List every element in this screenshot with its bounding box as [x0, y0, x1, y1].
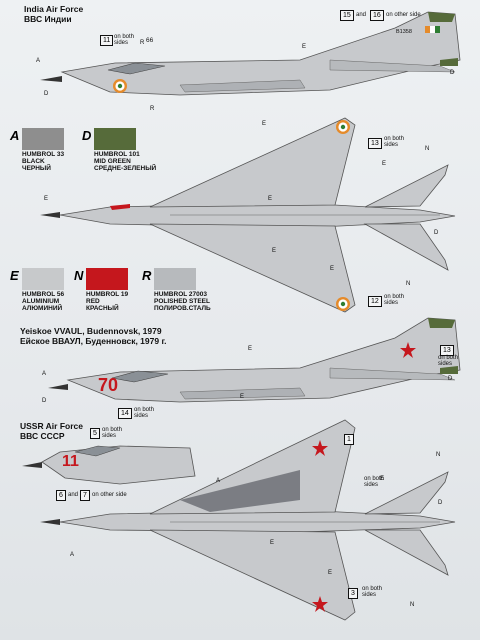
- svg-text:D: D: [450, 70, 455, 76]
- callout-14: 14: [118, 408, 132, 419]
- callout-11-note: on both sides: [114, 34, 135, 47]
- paint-letter-d: D: [82, 128, 92, 143]
- paint-code-n: HUMBROL 19: [86, 291, 129, 298]
- svg-text:N: N: [406, 281, 410, 287]
- ussr-heading-ru: ВВС СССР: [20, 431, 65, 441]
- paint-name-e: ALUMINIUM: [22, 298, 60, 305]
- svg-text:D: D: [438, 500, 443, 506]
- ussr-heading: USSR Air Force: [20, 421, 83, 431]
- paint-code-a: HUMBROL 33: [22, 151, 65, 158]
- callout-13-yeisk-note: on both sides: [438, 355, 459, 368]
- paint-letter-n: N: [74, 268, 84, 283]
- callout-12: 12: [368, 296, 382, 307]
- serial-india: B1358: [396, 29, 412, 35]
- callout-13-upper: 13: [368, 138, 382, 149]
- svg-text:E: E: [382, 161, 386, 167]
- svg-text:A: A: [216, 478, 220, 484]
- svg-text:A: A: [36, 58, 40, 64]
- paint-swatch-e: [22, 268, 64, 290]
- svg-text:D: D: [44, 91, 49, 97]
- paint-name-n: RED: [86, 298, 100, 305]
- svg-text:E: E: [268, 196, 272, 202]
- paint-name-ru-d: СРЕДНЕ-ЗЕЛЕНЫЙ: [94, 165, 157, 172]
- svg-text:E: E: [270, 540, 274, 546]
- paint-swatch-r: [154, 268, 196, 290]
- yeisk-heading: Yeiskoe VVAUL, Budennovsk, 1979: [20, 326, 162, 336]
- svg-text:A: A: [42, 371, 46, 377]
- callout-6: 6: [56, 490, 66, 501]
- svg-text:A: A: [70, 552, 74, 558]
- callout-5: 5: [90, 428, 100, 439]
- callout-1-note: on both sides: [364, 476, 385, 489]
- top-view-upper: [40, 117, 456, 313]
- paint-name-ru-a: ЧЕРНЫЙ: [22, 165, 51, 172]
- callout-3-note: on both sides: [362, 586, 383, 599]
- callout-1: 1: [344, 434, 354, 445]
- svg-text:D: D: [434, 230, 439, 236]
- ussr-side-profile: [22, 445, 196, 485]
- callout-16: 16: [370, 10, 384, 21]
- svg-text:E: E: [248, 346, 252, 352]
- paint-name-ru-n: КРАСНЫЙ: [86, 305, 119, 312]
- svg-text:E: E: [240, 394, 244, 400]
- svg-text:R: R: [140, 40, 145, 46]
- callout-3: 3: [348, 588, 358, 599]
- paint-name-r: POLISHED STEEL: [154, 298, 210, 305]
- callout-7-note: on other side: [92, 492, 127, 498]
- callout-13-yeisk: 13: [440, 345, 454, 356]
- callout-and-2: and: [68, 492, 79, 498]
- yeisk-side-profile: [48, 317, 461, 403]
- svg-text:N: N: [410, 602, 414, 608]
- callout-7: 7: [80, 490, 90, 501]
- india-heading-ru: ВВС Индии: [24, 14, 72, 24]
- fin-tip-green: [428, 12, 455, 22]
- paint-pointers: A R E D D R E E N E E D E E N E A D D E N A E D A E E N: [36, 40, 455, 608]
- paint-code-d: HUMBROL 101: [94, 151, 140, 158]
- callout-16-note: on other side: [386, 12, 421, 18]
- india-side-profile: [40, 11, 461, 96]
- paint-name-ru-r: ПОЛИРОВ.СТАЛЬ: [154, 305, 211, 312]
- callout-and-1: and: [356, 12, 367, 18]
- paint-name-a: BLACK: [22, 158, 45, 165]
- aircraft-number-70: 70: [98, 375, 119, 395]
- callout-14-note: on both sides: [134, 407, 155, 420]
- paint-letter-a: A: [10, 128, 20, 143]
- paint-name-ru-e: АЛЮМИНИЙ: [22, 305, 63, 312]
- callout-11: 11: [100, 35, 114, 46]
- top-view-lower: [40, 419, 456, 621]
- svg-text:E: E: [44, 196, 48, 202]
- callout-15: 15: [340, 10, 354, 21]
- paint-swatch-a: [22, 128, 64, 150]
- india-heading: India Air Force: [24, 4, 84, 14]
- paint-code-r: HUMBROL 27003: [154, 291, 207, 298]
- svg-text:N: N: [436, 452, 440, 458]
- paint-letter-r: R: [142, 268, 152, 283]
- svg-text:E: E: [262, 121, 266, 127]
- paint-code-e: HUMBROL 56: [22, 291, 65, 298]
- svg-text:D: D: [448, 376, 453, 382]
- paint-swatch-d: [94, 128, 136, 150]
- callout-5-note: on both sides: [102, 427, 123, 440]
- svg-text:E: E: [272, 248, 276, 254]
- paint-name-d: MID GREEN: [94, 158, 131, 165]
- yeisk-heading-ru: Ейское ВВАУЛ, Буденновск, 1979 г.: [20, 336, 167, 346]
- svg-text:N: N: [425, 146, 429, 152]
- svg-text:R: R: [150, 106, 155, 112]
- paint-swatch-n: [86, 268, 128, 290]
- svg-text:E: E: [328, 570, 332, 576]
- aircraft-number-11: 11: [62, 453, 79, 470]
- callout-66: 66: [146, 37, 154, 44]
- callout-12-note: on both sides: [384, 294, 405, 307]
- paint-letter-e: E: [10, 268, 19, 283]
- svg-text:E: E: [380, 476, 384, 482]
- svg-text:D: D: [42, 398, 47, 404]
- svg-text:E: E: [302, 44, 306, 50]
- svg-text:E: E: [330, 266, 334, 272]
- callout-13-upper-note: on both sides: [384, 136, 405, 149]
